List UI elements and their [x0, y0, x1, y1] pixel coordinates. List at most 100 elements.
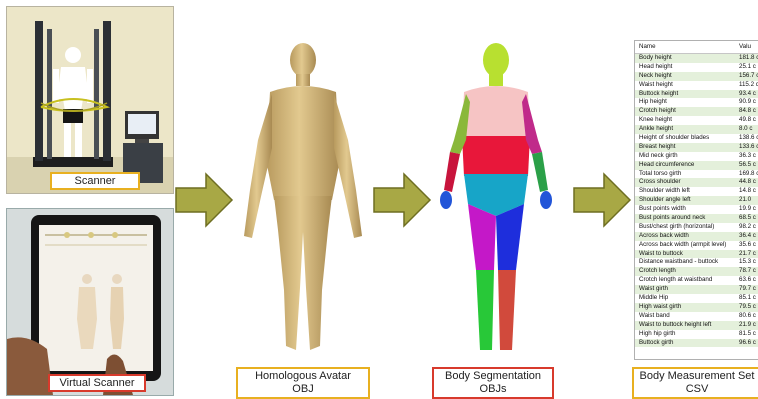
measurement-name: Body height — [639, 54, 672, 63]
table-row: Crotch length 78.7 c — [635, 267, 758, 276]
table-row: Crotch length at waistband 63.6 c — [635, 276, 758, 285]
measurement-value: 80.6 c — [739, 312, 756, 321]
measurement-name: High hip girth — [639, 330, 675, 339]
measurement-name: Crotch height — [639, 107, 676, 116]
homologous-avatar — [236, 40, 370, 358]
measurement-name: Shoulder angle left — [639, 196, 691, 205]
measurement-value: 63.6 c — [739, 276, 756, 285]
measurement-value: 133.6 c — [739, 143, 758, 152]
measurement-value: 14.8 c — [739, 187, 756, 196]
measurement-value: 156.7 c — [739, 72, 758, 81]
stage-format: OBJ — [238, 383, 368, 396]
table-row: Ankle height 8.0 c — [635, 125, 758, 134]
measurement-name: Total torso girth — [639, 170, 681, 179]
measurement-name: Crotch length — [639, 267, 676, 276]
measurement-value: 78.7 c — [739, 267, 756, 276]
measurement-name: Across back width (armpit level) — [639, 241, 726, 250]
table-row: Across back width (armpit level)35.6 c — [635, 241, 758, 250]
measurement-value: 96.6 c — [739, 339, 756, 348]
measurement-value: 36.4 c — [739, 232, 756, 241]
body-scanner-illustration — [7, 7, 173, 193]
measurement-name: Bust/chest girth (horizontal) — [639, 223, 714, 232]
measurement-name: Distance waistband - buttock — [639, 258, 718, 267]
measurement-value: 68.5 c — [739, 214, 756, 223]
column-header-name: Name — [639, 41, 656, 53]
measurement-name: Neck height — [639, 72, 672, 81]
measurement-name: Waist band — [639, 312, 670, 321]
body-segmentation-caption: Body Segmentation OBJs — [432, 367, 554, 399]
table-row: Buttock girth 96.6 c — [635, 339, 758, 348]
table-row: Shoulder angle left 21.0 — [635, 196, 758, 205]
table-row: Head height 25.1 c — [635, 63, 758, 72]
measurement-name: Buttock girth — [639, 339, 673, 348]
measurement-name: Waist height — [639, 81, 673, 90]
measurement-name: Height of shoulder blades — [639, 134, 709, 143]
table-row: High waist girth 79.5 c — [635, 303, 758, 312]
measurement-name: Mid neck girth — [639, 152, 678, 161]
homologous-avatar-caption: Homologous Avatar OBJ — [236, 367, 370, 399]
table-row: Waist band 80.6 c — [635, 312, 758, 321]
table-row: Waist girth 79.7 c — [635, 285, 758, 294]
measurement-value: 21.7 c — [739, 250, 756, 259]
measurement-name: Breast height — [639, 143, 675, 152]
measurement-value: 49.8 c — [739, 116, 756, 125]
virtual-scanner-caption: Virtual Scanner — [48, 374, 146, 392]
measurement-name: Buttock height — [639, 90, 678, 99]
measurement-name: Shoulder width left — [639, 187, 690, 196]
stage-title: Body Measurement Set — [634, 370, 758, 383]
measurement-name: Head height — [639, 63, 672, 72]
measurement-name: High waist girth — [639, 303, 681, 312]
scanner-caption: Scanner — [50, 172, 140, 190]
measurement-value: 21.0 — [739, 196, 751, 205]
stage-format: CSV — [634, 383, 758, 396]
measurement-value: 79.5 c — [739, 303, 756, 312]
measurement-value: 44.8 c — [739, 178, 756, 187]
table-row: Head circumference 56.5 c — [635, 161, 758, 170]
table-row: Distance waistband - buttock 15.3 c — [635, 258, 758, 267]
measurement-name: Ankle height — [639, 125, 673, 134]
scanner-photo — [6, 6, 174, 194]
table-row: Crotch height 84.8 c — [635, 107, 758, 116]
virtual-scanner-photo — [6, 208, 174, 396]
table-row: Shoulder width left 14.8 c — [635, 187, 758, 196]
table-row: Breast height 133.6 c — [635, 143, 758, 152]
measurement-value: 25.1 c — [739, 63, 756, 72]
table-row: Body height 181.8 c — [635, 54, 758, 63]
table-row: Height of shoulder blades 138.6 c — [635, 134, 758, 143]
measurement-value: 181.8 c — [739, 54, 758, 63]
measurement-value: 36.3 c — [739, 152, 756, 161]
measurement-value: 138.6 c — [739, 134, 758, 143]
measurement-value: 56.5 c — [739, 161, 756, 170]
measurement-value: 15.3 c — [739, 258, 756, 267]
measurement-name: Head circumference — [639, 161, 694, 170]
measurement-value: 98.2 c — [739, 223, 756, 232]
measurement-name: Bust points width — [639, 205, 686, 214]
arrow-right-icon — [372, 172, 432, 228]
measurement-name: Crotch length at waistband — [639, 276, 712, 285]
measurement-name: Cross shoulder — [639, 178, 681, 187]
measurement-value: 79.7 c — [739, 285, 756, 294]
table-row: Waist height 115.2 c — [635, 81, 758, 90]
arrow-right-icon — [572, 172, 632, 228]
arrow-right-icon — [174, 172, 234, 228]
measurement-value: 8.0 c — [739, 125, 752, 134]
segmented-avatar — [432, 40, 560, 358]
measurement-value: 115.2 c — [739, 81, 758, 90]
measurement-name: Waist girth — [639, 285, 668, 294]
measurement-name: Hip height — [639, 98, 667, 107]
table-row: Bust/chest girth (horizontal) 98.2 c — [635, 223, 758, 232]
measurement-name: Waist to buttock height left — [639, 321, 711, 330]
table-row: Neck height 156.7 c — [635, 72, 758, 81]
measurement-value: 85.1 c — [739, 294, 756, 303]
stage-format: OBJs — [434, 383, 552, 396]
measurement-value: 84.8 c — [739, 107, 756, 116]
